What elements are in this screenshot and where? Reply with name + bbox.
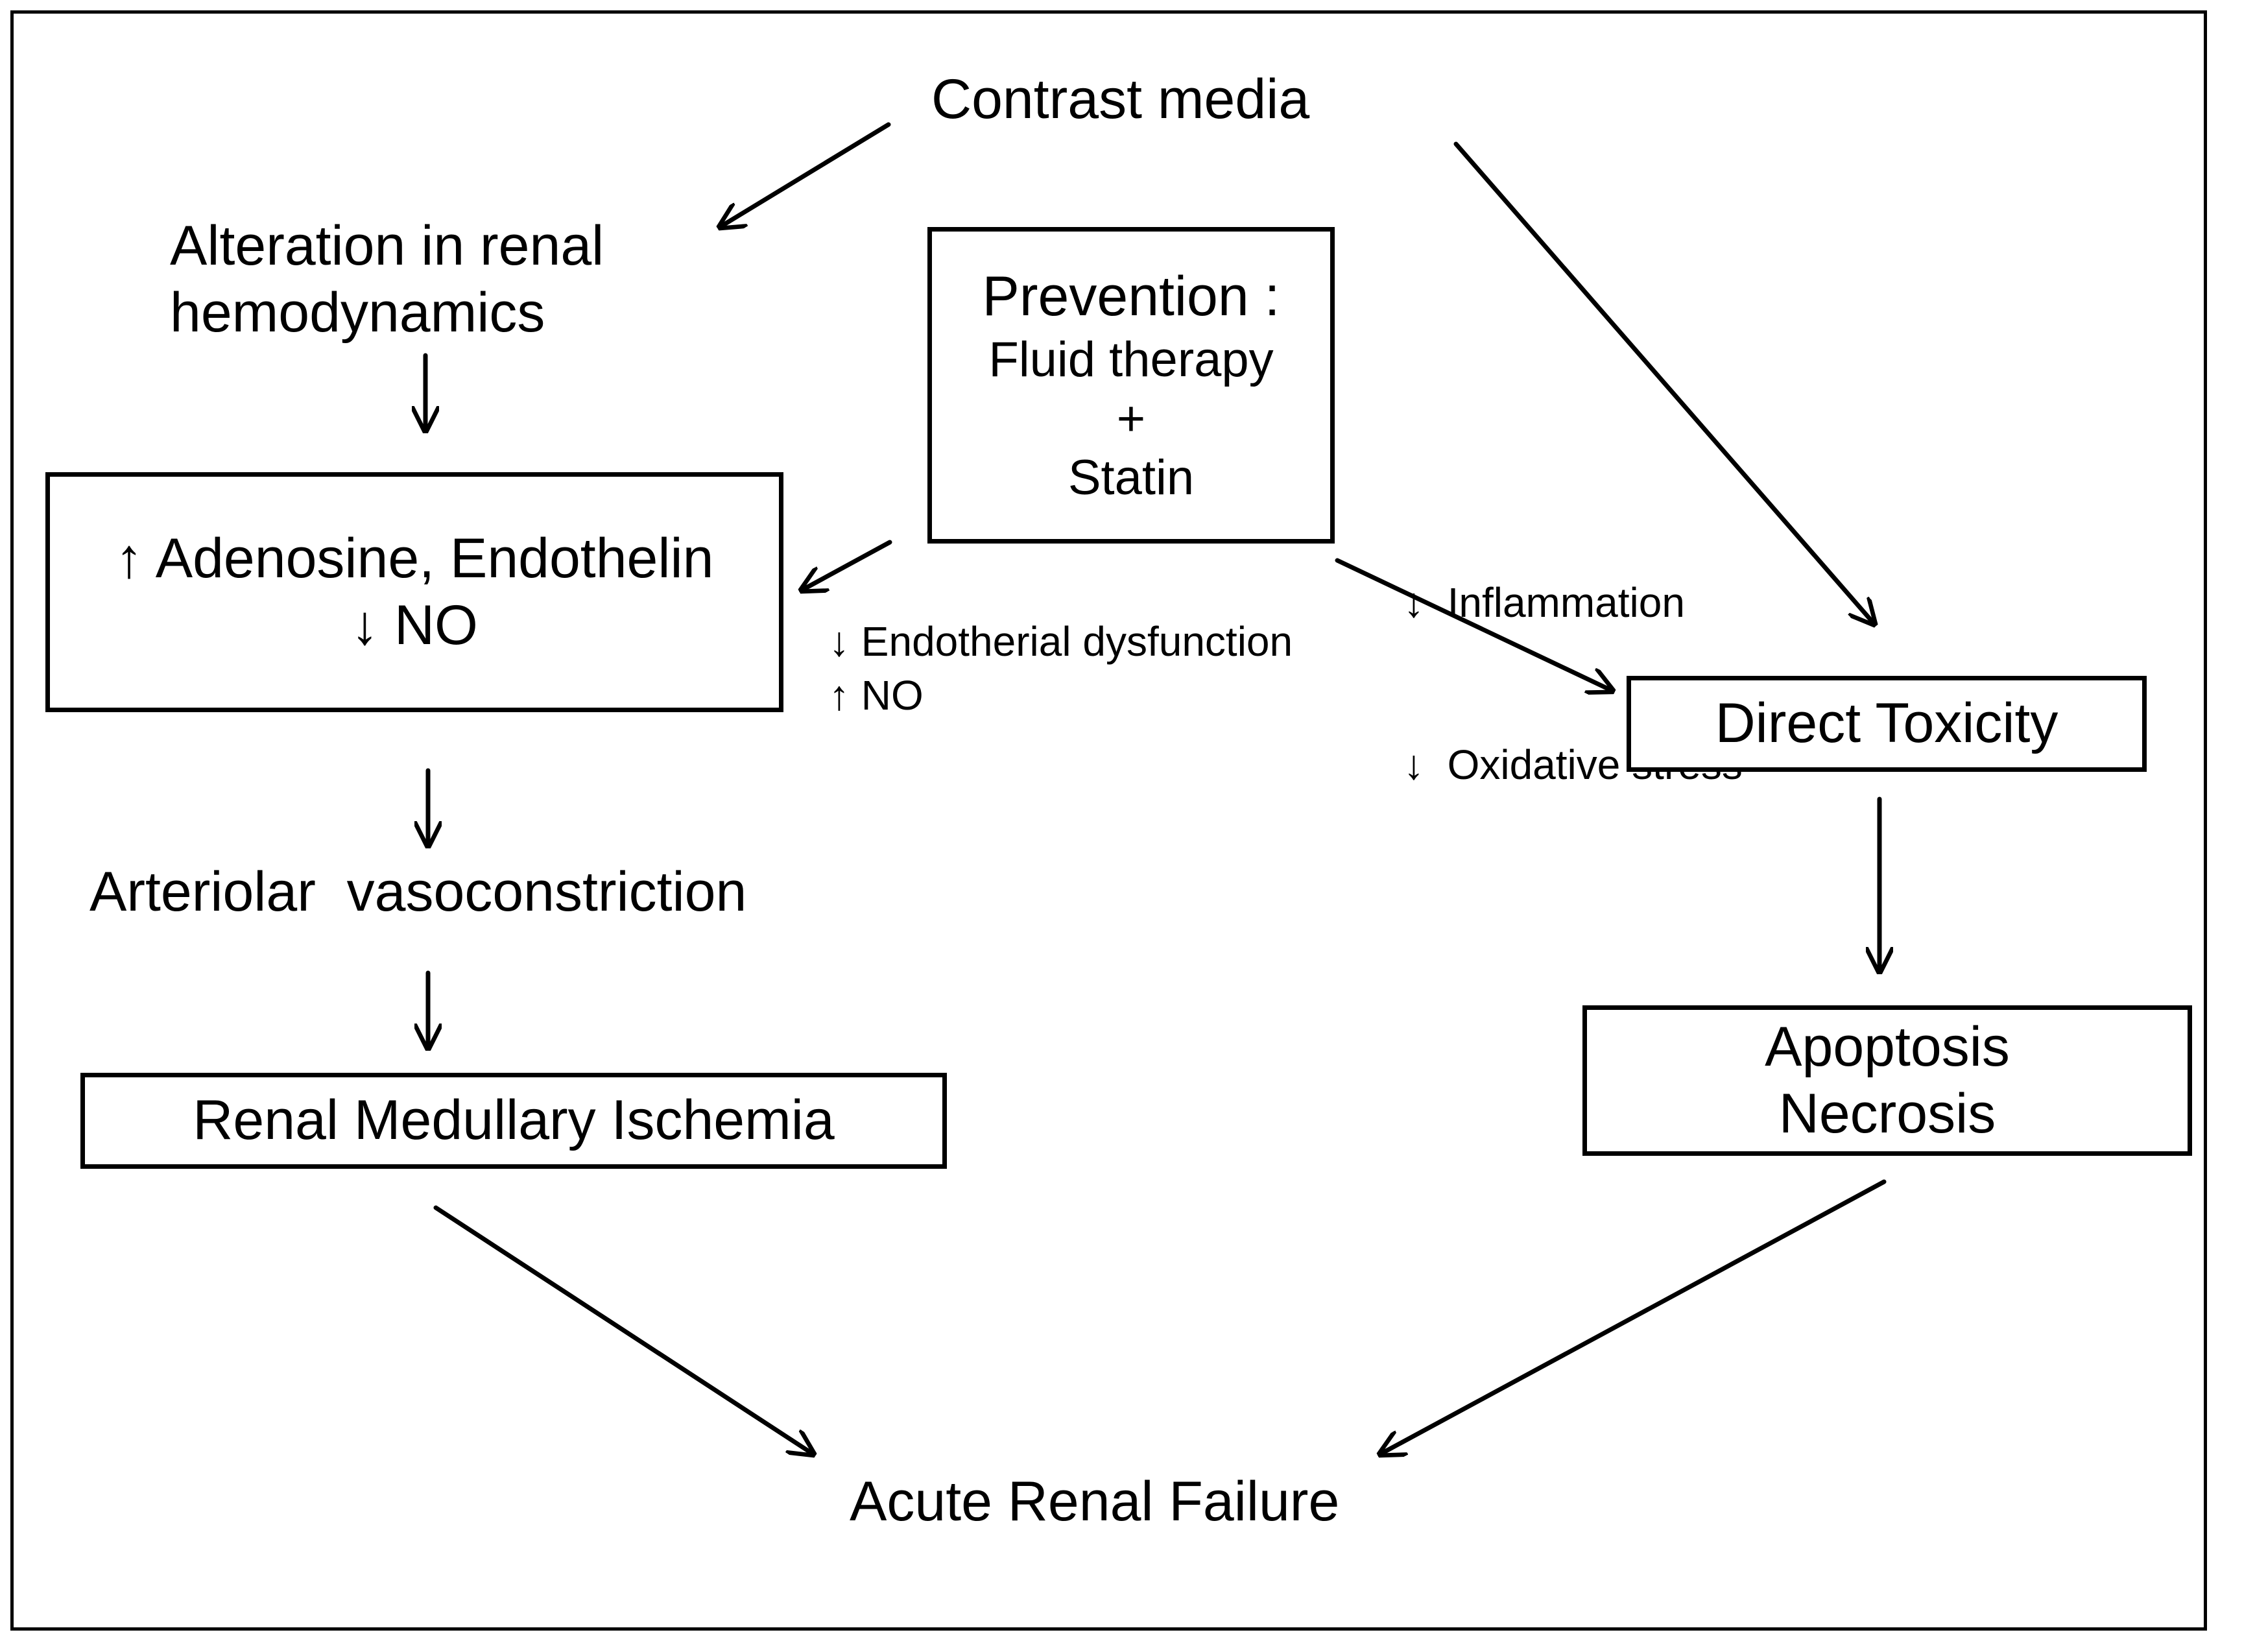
apoptosis-necrosis-box: Apoptosis Necrosis	[1582, 1005, 2192, 1156]
alteration-label: Alteration in renal hemodynamics	[170, 213, 604, 346]
renal-medullary-ischemia-box: Renal Medullary Ischemia	[80, 1073, 947, 1169]
arteriolar-vasoconstriction-label: Arteriolar vasoconstriction	[89, 861, 747, 923]
arrow-prevention-to-direct-toxicity	[1335, 558, 1612, 691]
prevention-statin: Statin	[1068, 450, 1195, 506]
direct-toxicity-label: Direct Toxicity	[1715, 692, 2058, 755]
apoptosis-label: Apoptosis	[1765, 1015, 2010, 1078]
adenosine-endothelin-line: ↑ Adenosine, Endothelin	[115, 527, 714, 590]
alteration-line-1: Alteration in renal	[170, 215, 604, 277]
alteration-line-2: hemodynamics	[170, 281, 545, 344]
adenosine-endothelin-box: ↑ Adenosine, Endothelin ↓ NO	[45, 472, 783, 712]
prevention-fluid-therapy: Fluid therapy	[988, 331, 1274, 387]
arrow-apoptosis-to-failure	[1380, 1179, 1887, 1454]
contrast-media-label: Contrast media	[931, 68, 1310, 130]
acute-renal-failure-label: Acute Renal Failure	[850, 1470, 1340, 1533]
inflammation-line: ↓ Inflammation	[1403, 579, 1685, 627]
no-decrease-line: ↓ NO	[351, 594, 478, 656]
no-increase-line: ↑ NO	[829, 672, 924, 719]
prevention-plus: +	[1116, 391, 1146, 446]
renal-medullary-ischemia-label: Renal Medullary Ischemia	[193, 1089, 835, 1152]
inflammation-note: ↓ Inflammation ↓ Oxidative stress	[1403, 468, 1743, 846]
endothelial-dysfunction-line: ↓ Endotherial dysfunction	[829, 618, 1293, 665]
prevention-box: Prevention : Fluid therapy + Statin	[927, 227, 1335, 544]
necrosis-label: Necrosis	[1778, 1083, 1996, 1145]
prevention-title: Prevention :	[982, 265, 1280, 328]
arrow-contrast-to-direct-toxicity	[1453, 141, 1874, 624]
direct-toxicity-box: Direct Toxicity	[1627, 676, 2147, 772]
arrow-renal-medullary-to-failure	[433, 1205, 813, 1454]
arrow-prevention-to-adenosine	[802, 540, 892, 590]
endothelial-note: ↓ Endotherial dysfunction ↑ NO	[829, 615, 1293, 723]
arrow-contrast-to-alteration	[720, 122, 891, 227]
diagram-frame	[10, 10, 2207, 1631]
